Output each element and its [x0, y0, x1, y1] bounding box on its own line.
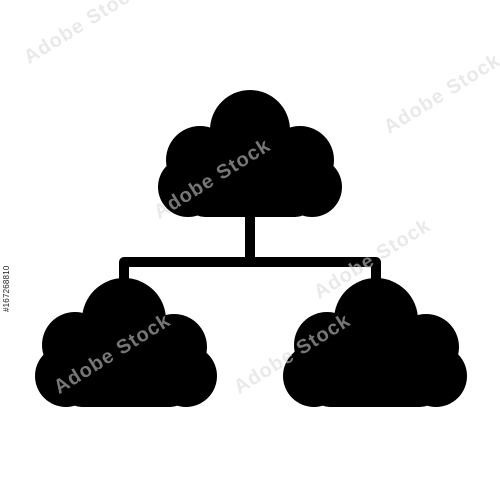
branch-line	[119, 257, 381, 295]
left-cloud-icon	[35, 278, 217, 407]
right-cloud-icon	[283, 278, 467, 407]
stock-id-label: #167268810	[2, 265, 11, 313]
connector-lines	[119, 200, 381, 295]
top-cloud-icon	[158, 90, 342, 217]
